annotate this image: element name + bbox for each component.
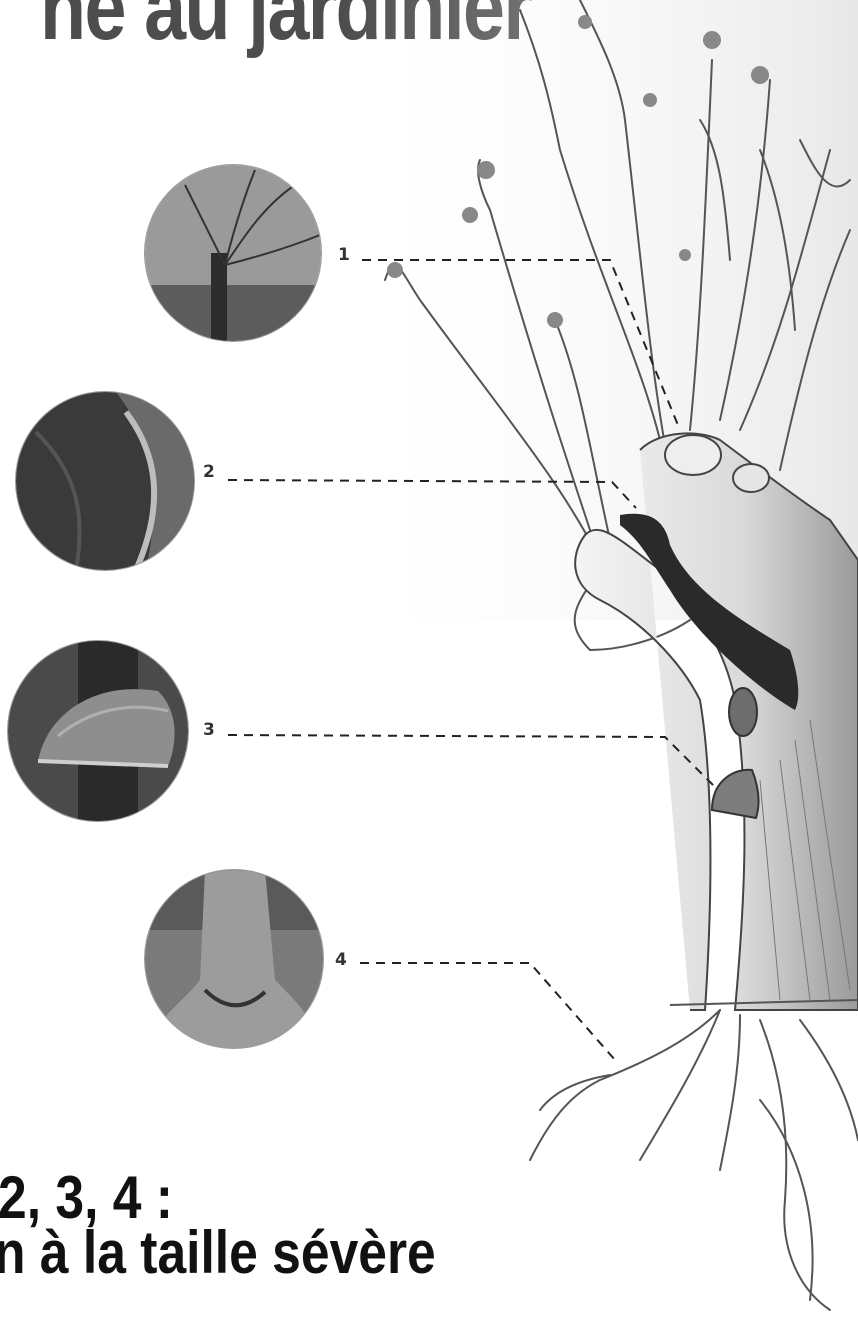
leader-line-3 — [228, 735, 718, 790]
leader-line-2 — [228, 480, 636, 508]
leader-line-4 — [360, 963, 615, 1060]
leader-line-1 — [362, 260, 680, 430]
caption-line-2: n à la taille sévère — [0, 1223, 436, 1283]
